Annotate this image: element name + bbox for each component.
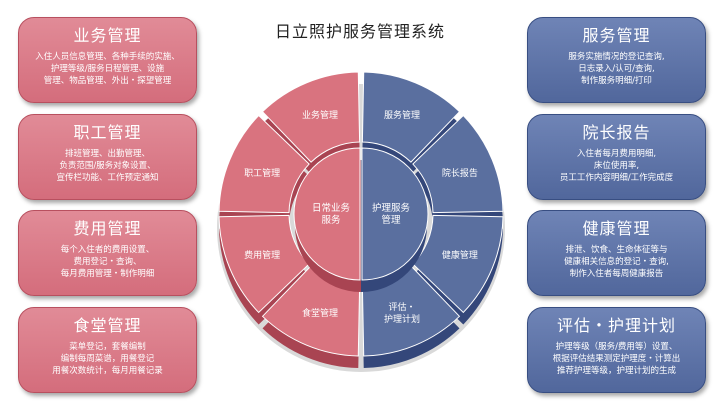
ring-segment-right-2[interactable] bbox=[412, 214, 504, 314]
ring-segment-label-left-3: 食堂管理 bbox=[302, 307, 338, 319]
card-canteen-management[interactable]: 食堂管理 菜单登记，套餐编制 编制每周菜谱，用餐登记 用餐次数统计，每月用餐记录 bbox=[18, 307, 197, 393]
card-title: 健康管理 bbox=[582, 219, 651, 238]
ring-segment-label-right-3: 评估・护理计划 bbox=[384, 301, 420, 325]
card-service-management[interactable]: 服务管理 服务实施情况的登记查询, 日志录入/认可/查询, 制作服务明细/打印 bbox=[527, 17, 706, 103]
ring-segment-right-1[interactable] bbox=[412, 114, 504, 214]
card-description: 排班管理、出勤管理、 负责范围/服务对象设置、 宣传栏功能、工作预定通知 bbox=[56, 149, 159, 183]
ring-segment-left-2[interactable] bbox=[218, 214, 310, 314]
ring-segment-left-1[interactable] bbox=[218, 114, 310, 214]
card-fee-management[interactable]: 费用管理 每个入住者的费用设置、 费用登记・查询、 每月费用管理・制作明细 bbox=[18, 210, 197, 296]
card-description: 入住者每月费用明细, 床位使用率, 员工工作内容明细/工作完成度 bbox=[559, 149, 674, 183]
ring-segment-label-right-0: 服务管理 bbox=[384, 109, 420, 121]
ring-segment-left-0[interactable] bbox=[261, 71, 361, 163]
card-title: 食堂管理 bbox=[73, 316, 142, 335]
card-title: 业务管理 bbox=[73, 26, 142, 45]
card-description: 排泄、饮食、生命体征等与 健康相关信息的登记・查询, 制作入住者每周健康报告 bbox=[564, 245, 669, 279]
hub-label-left: 日常业务服务 bbox=[312, 202, 351, 226]
card-health-management[interactable]: 健康管理 排泄、饮食、生命体征等与 健康相关信息的登记・查询, 制作入住者每周健… bbox=[527, 210, 706, 296]
ring-segment-label-left-2: 费用管理 bbox=[244, 249, 280, 261]
card-title: 职工管理 bbox=[73, 123, 142, 142]
ring-segment-label-right-2: 健康管理 bbox=[442, 249, 478, 261]
ring-segment-label-left-0: 业务管理 bbox=[302, 109, 338, 121]
card-title: 评估・护理计划 bbox=[556, 316, 676, 335]
card-description: 每个入住者的费用设置、 费用登记・查询、 每月费用管理・制作明细 bbox=[60, 245, 155, 279]
ring-segment-label-left-1: 职工管理 bbox=[244, 167, 280, 179]
ring-segment-label-right-1: 院长报告 bbox=[442, 167, 478, 179]
card-assessment-care-plan[interactable]: 评估・护理计划 护理等级（服务/费用等）设置、 根据评估结果测定护理度・计算出 … bbox=[527, 307, 706, 393]
card-business-management[interactable]: 业务管理 入住人员信息管理、各种手续的实施、 护理等级/服务日程管理、设施 管理… bbox=[18, 17, 197, 103]
card-description: 服务实施情况的登记查询, 日志录入/认可/查询, 制作服务明细/打印 bbox=[568, 52, 665, 86]
card-director-report[interactable]: 院长报告 入住者每月费用明细, 床位使用率, 员工工作内容明细/工作完成度 bbox=[527, 114, 706, 200]
card-description: 入住人员信息管理、各种手续的实施、 护理等级/服务日程管理、设施 管理、物品管理… bbox=[35, 52, 180, 86]
page-title: 日立照护服务管理系统 bbox=[274, 22, 445, 41]
card-staff-management[interactable]: 职工管理 排班管理、出勤管理、 负责范围/服务对象设置、 宣传栏功能、工作预定通… bbox=[18, 114, 197, 200]
card-title: 院长报告 bbox=[582, 123, 651, 142]
ring-segment-right-0[interactable] bbox=[361, 71, 461, 163]
hub-label-right: 护理服务管理 bbox=[372, 202, 411, 226]
card-description: 菜单登记，套餐编制 编制每周菜谱，用餐登记 用餐次数统计，每月用餐记录 bbox=[52, 342, 163, 376]
hub-right[interactable] bbox=[361, 147, 429, 281]
hub-left[interactable] bbox=[293, 147, 361, 281]
card-title: 服务管理 bbox=[582, 26, 651, 45]
card-title: 费用管理 bbox=[73, 219, 142, 238]
card-description: 护理等级（服务/费用等）设置、 根据评估结果测定护理度・计算出 推荐护理等级，护… bbox=[552, 342, 681, 376]
